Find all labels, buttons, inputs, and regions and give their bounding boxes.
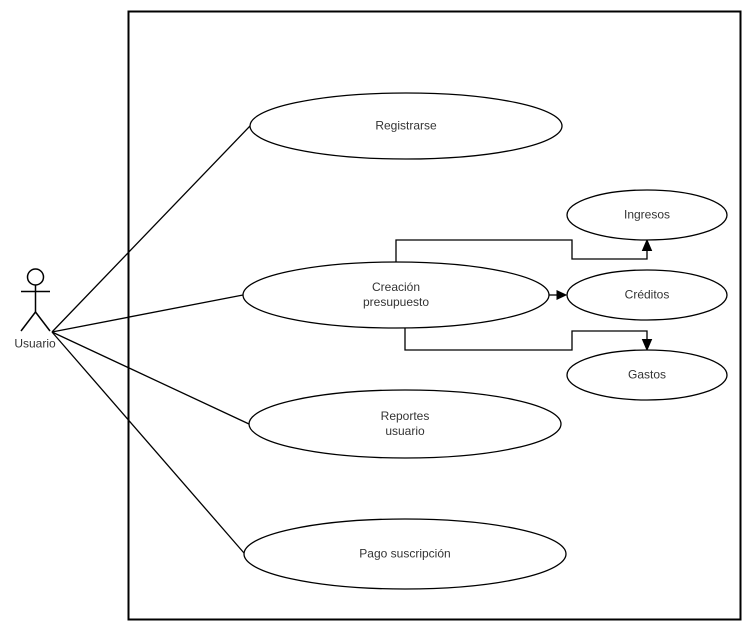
actor-head (26, 268, 45, 286)
usecase-ellipse-reportes-usuario (248, 389, 562, 459)
usecase-ellipse-creditos (566, 269, 728, 321)
actor-leg-right (34, 311, 51, 332)
arrowhead-right-creditos-icon (556, 290, 568, 300)
arrowhead-up-ingresos-icon (641, 238, 653, 251)
usecase-ellipse-ingresos (566, 189, 728, 241)
arrowhead-down-gastos-icon (641, 339, 653, 352)
usecase-ellipse-gastos (566, 349, 728, 401)
arrow-creacion-to-gastos (404, 328, 648, 351)
actor-figure (20, 268, 51, 332)
association-usuario-registrarse (51, 125, 251, 333)
association-usuario-creacion-presupuesto (51, 294, 244, 333)
arrow-creacion-to-ingresos (395, 239, 648, 262)
usecase-ellipse-creacion-presupuesto (242, 261, 550, 329)
actor-leg-left (20, 311, 37, 332)
usecase-ellipse-pago-suscripcion (243, 518, 567, 590)
usecase-ellipse-registrarse (249, 92, 563, 160)
system-boundary-rect (127, 10, 742, 621)
association-usuario-reportes-usuario (51, 331, 250, 425)
association-usuario-pago-suscripcion (51, 331, 245, 554)
